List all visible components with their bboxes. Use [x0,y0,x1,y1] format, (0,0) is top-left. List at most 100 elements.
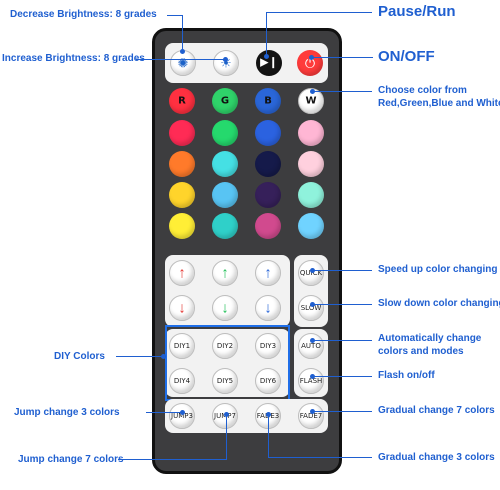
callout-choose-color-1: Choose color from [378,85,467,96]
leader-decrease [167,15,183,16]
diy2-button-label: DIY2 [216,342,234,350]
color-swatch-button[interactable] [298,182,324,208]
leader-fade3-v [268,414,269,458]
diy1-button-label: DIY1 [173,342,191,350]
dot-fade3 [266,412,271,417]
quick-button-label: QUICK [299,269,323,277]
arrow-up-icon: ↑ [221,264,229,282]
color-swatch-button[interactable] [255,213,281,239]
diy4-button[interactable]: DIY4 [169,368,195,394]
jump3-button-label: JUMP3 [171,412,193,420]
flash-button[interactable]: FLASH [298,368,324,394]
quick-button[interactable]: QUICK [298,260,324,286]
remote-control: ✺ ☀ ▶❙ ⏻ R G B W ↑ ↑ ↑ ↓ ↓ ↓ QUICK SLOW AUTO FLASH DIY… [152,28,342,474]
diy5-button-label: DIY5 [216,377,234,385]
dot-increase [223,57,228,62]
leader-onoff [311,57,373,58]
leader-jump7 [118,459,226,460]
arrow-down-button[interactable]: ↓ [169,295,195,321]
callout-jump3: Jump change 3 colors [14,407,120,418]
sun-dim-icon: ✺ [177,55,189,71]
color-swatch-button[interactable] [255,182,281,208]
color-swatch-button[interactable] [298,120,324,146]
sun-bright-icon: ☀ [220,55,232,71]
color-r-button[interactable]: R [169,88,195,114]
color-b-button[interactable]: B [255,88,281,114]
color-swatch-button[interactable] [212,151,238,177]
leader-jump7-v [226,414,227,460]
color-swatch-button[interactable] [212,182,238,208]
leader-choose [312,91,372,92]
callout-choose-color-2: Red,Green,Blue and White [378,98,500,109]
fade7-button[interactable]: FADE7 [298,403,324,429]
dot-choose [310,89,315,94]
callout-increase-brightness: Increase Brightness: 8 grades [2,53,145,64]
color-swatch-button[interactable] [255,151,281,177]
color-swatch-button[interactable] [212,213,238,239]
color-swatch-button[interactable] [169,151,195,177]
color-w-button-label: W [305,95,317,107]
diy1-button[interactable]: DIY1 [169,333,195,359]
dot-pause [264,54,269,59]
color-swatch-button[interactable] [169,182,195,208]
dot-onoff [309,55,314,60]
color-g-button[interactable]: G [212,88,238,114]
callout-jump7: Jump change 7 colors [18,454,124,465]
color-swatch-button[interactable] [298,213,324,239]
arrow-up-button[interactable]: ↑ [255,260,281,286]
callout-auto-2: colors and modes [378,346,464,357]
diy3-button-label: DIY3 [259,342,277,350]
diy6-button[interactable]: DIY6 [255,368,281,394]
flash-button-label: FLASH [299,377,323,385]
jump3-button[interactable]: JUMP3 [169,403,195,429]
callout-flash: Flash on/off [378,370,435,381]
arrow-up-button[interactable]: ↑ [212,260,238,286]
leader-fade7 [312,411,372,412]
power-icon: ⏻ [304,55,316,71]
diy5-button[interactable]: DIY5 [212,368,238,394]
play-pause-icon: ▶❙ [260,56,278,69]
arrow-up-button[interactable]: ↑ [169,260,195,286]
color-swatch-button[interactable] [255,120,281,146]
leader-slow [312,304,372,305]
callout-speed-up: Speed up color changing [378,264,498,275]
callout-slow-down: Slow down color changing [378,298,500,309]
dot-jump7 [224,412,229,417]
auto-button-label: AUTO [301,342,321,350]
leader-pause [266,12,372,13]
diy3-button[interactable]: DIY3 [255,333,281,359]
dot-fade7 [310,409,315,414]
dot-auto [310,338,315,343]
leader-pause-v [266,12,267,56]
callout-auto-1: Automatically change [378,333,482,344]
arrow-down-button[interactable]: ↓ [255,295,281,321]
color-swatch-button[interactable] [212,120,238,146]
diy2-button[interactable]: DIY2 [212,333,238,359]
diy6-button-label: DIY6 [259,377,277,385]
leader-auto [312,340,372,341]
leader-increase [136,59,225,60]
color-swatch-button[interactable] [298,151,324,177]
slow-button-label: SLOW [300,304,322,312]
fade7-button-label: FADE7 [299,412,323,420]
arrow-down-icon: ↓ [178,299,186,317]
pause-run-button[interactable]: ▶❙ [256,50,282,76]
color-swatch-button[interactable] [169,213,195,239]
color-g-button-label: G [220,95,230,107]
color-w-button[interactable]: W [298,88,324,114]
arrow-up-icon: ↑ [264,264,272,282]
power-button[interactable]: ⏻ [297,50,323,76]
dot-flash [310,374,315,379]
callout-on-off: ON/OFF [378,48,435,65]
leader-jump3 [146,412,182,413]
brightness-up-button[interactable]: ☀ [213,50,239,76]
leader-fade3 [268,457,372,458]
slow-button[interactable]: SLOW [298,295,324,321]
color-swatch-button[interactable] [169,120,195,146]
leader-diy [116,356,163,357]
callout-diy-colors: DIY Colors [54,351,105,362]
dot-jump3 [180,410,185,415]
auto-button[interactable]: AUTO [298,333,324,359]
arrow-down-button[interactable]: ↓ [212,295,238,321]
arrow-down-icon: ↓ [264,299,272,317]
